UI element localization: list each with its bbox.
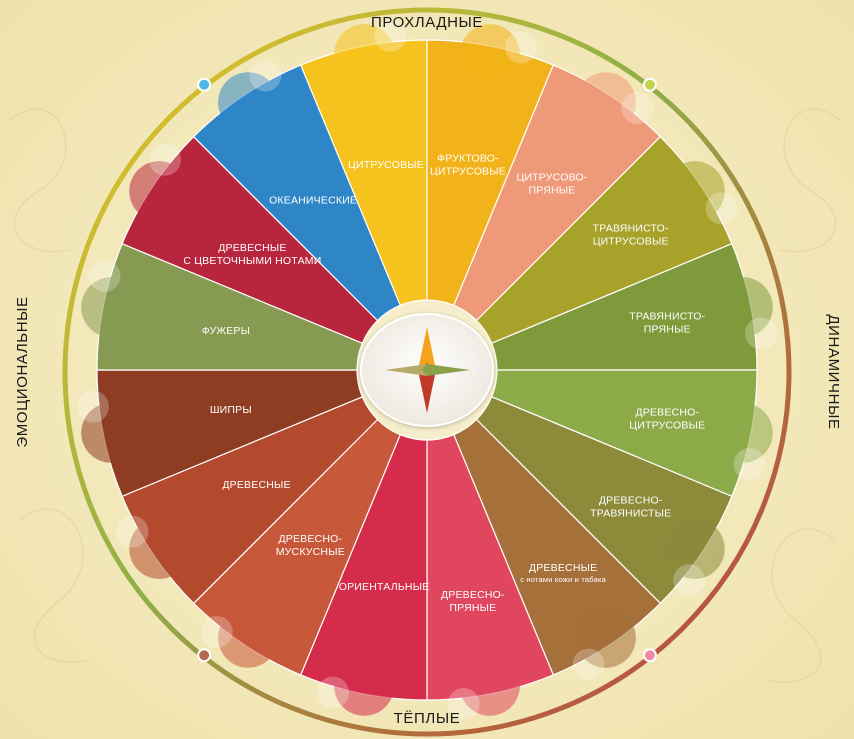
- segment-label-herbal-citrus: ТРАВЯНИСТО-ЦИТРУСОВЫЕ: [593, 222, 669, 247]
- illustration-herbal-spicy: [712, 277, 773, 338]
- illustration-highlight-woody-herbal: [673, 564, 706, 597]
- axis-label-left: ЭМОЦИОНАЛЬНЫЕ: [14, 296, 31, 447]
- segment-woody-spicy: [426, 433, 555, 701]
- segment-label-oriental: ОРИЕНТАЛЬНЫЕ: [339, 581, 430, 593]
- ring-marker-bottom-left: [197, 648, 212, 663]
- segment-label-citrus-spicy: ЦИТРУСОВО-ПРЯНЫЕ: [516, 171, 587, 196]
- segment-woody-citrus: [490, 369, 758, 498]
- illustration-woody-leather: [575, 607, 636, 668]
- segment-label-woody-herbal: ДРЕВЕСНО-ТРАВЯНИСТЫЕ: [590, 495, 671, 520]
- segment-label-herbal-spicy: ТРАВЯНИСТО-ПРЯНЫЕ: [629, 311, 705, 336]
- background-ornament: [9, 108, 841, 683]
- illustration-highlight-woody-citrus: [733, 448, 766, 481]
- illustration-citrus: [334, 24, 395, 85]
- illustration-highlight-oriental: [316, 676, 349, 709]
- axis-label-bottom: ТЁПЛЫЕ: [394, 710, 461, 727]
- segment-chypre: [96, 369, 364, 498]
- illustration-woody-floral: [129, 161, 190, 222]
- illustration-highlight-woody: [116, 515, 149, 548]
- illustration-woody-musky: [218, 607, 279, 668]
- illustration-highlight-chypre: [76, 390, 109, 423]
- illustration-highlight-woody-musky: [200, 616, 233, 649]
- segment-label-citrus: ЦИТРУСОВЫЕ: [348, 159, 424, 171]
- illustration-highlight-citrus: [374, 19, 407, 52]
- segment-label-chypre: ШИПРЫ: [210, 404, 252, 416]
- compass-arrow-right-icon: [422, 364, 470, 376]
- illustration-woody: [129, 518, 190, 579]
- segment-oriental: [299, 433, 428, 701]
- illustration-highlight-woody-floral: [148, 143, 181, 176]
- ingredient-illustrations: [76, 19, 778, 721]
- illustration-oceanic: [218, 72, 279, 133]
- axis-label-right: ДИНАМИЧНЫЕ: [825, 314, 842, 429]
- segment-label-woody-citrus: ДРЕВЕСНО-ЦИТРУСОВЫЕ: [629, 406, 705, 431]
- illustration-highlight-herbal-citrus: [705, 192, 738, 225]
- ring-marker-top-left: [197, 77, 212, 92]
- ring-markers: [197, 77, 657, 663]
- illustration-woody-herbal: [664, 518, 725, 579]
- segment-fruit-citrus: [426, 39, 555, 307]
- compass-arrow-up-icon: [418, 327, 436, 377]
- compass-arrow-left-icon: [385, 364, 432, 376]
- segment-herbal-spicy: [490, 242, 758, 371]
- segment-label-fougere: ФУЖЕРЫ: [202, 325, 250, 337]
- illustration-woody-citrus: [712, 402, 773, 463]
- segment-labels: ЦИТРУСОВЫЕ ФРУКТОВО-ЦИТРУСОВЫЕ ЦИТРУСОВО-П…: [183, 153, 705, 614]
- segment-label-fruit-citrus: ФРУКТОВО-ЦИТРУСОВЫЕ: [430, 153, 506, 178]
- illustration-chypre: [81, 402, 142, 463]
- segment-label-oceanic: ОКЕАНИЧЕСКИЕ: [269, 195, 357, 207]
- segment-citrus: [299, 39, 428, 307]
- center-hub: [360, 313, 494, 427]
- illustration-highlight-woody-spicy: [447, 688, 480, 721]
- illustration-highlight-woody-leather: [572, 648, 605, 681]
- axis-label-top: ПРОХЛАДНЫЕ: [371, 14, 483, 31]
- illustration-fruit-citrus: [459, 24, 520, 85]
- ring-marker-bottom-right: [642, 648, 657, 663]
- outer-ring: [62, 7, 792, 737]
- segment-label-woody-spicy: ДРЕВЕСНО-ПРЯНЫЕ: [441, 589, 505, 614]
- segment-label-woody-musky: ДРЕВЕСНО-МУСКУСНЫЕ: [276, 533, 345, 558]
- illustration-oriental: [334, 655, 395, 716]
- segment-fougere: [96, 242, 364, 371]
- illustration-herbal-citrus: [664, 161, 725, 222]
- illustration-highlight-fougere: [88, 259, 121, 292]
- segment-label-woody: ДРЕВЕСНЫЕ: [222, 479, 290, 491]
- illustration-highlight-citrus-spicy: [621, 91, 654, 124]
- illustration-highlight-herbal-spicy: [745, 317, 778, 350]
- illustration-fougere: [81, 277, 142, 338]
- illustration-highlight-oceanic: [249, 59, 282, 92]
- illustration-citrus-spicy: [575, 72, 636, 133]
- illustration-woody-spicy: [459, 655, 520, 716]
- illustration-highlight-fruit-citrus: [505, 31, 538, 64]
- compass-arrow-down-icon: [418, 363, 436, 413]
- ring-marker-top-right: [642, 77, 657, 92]
